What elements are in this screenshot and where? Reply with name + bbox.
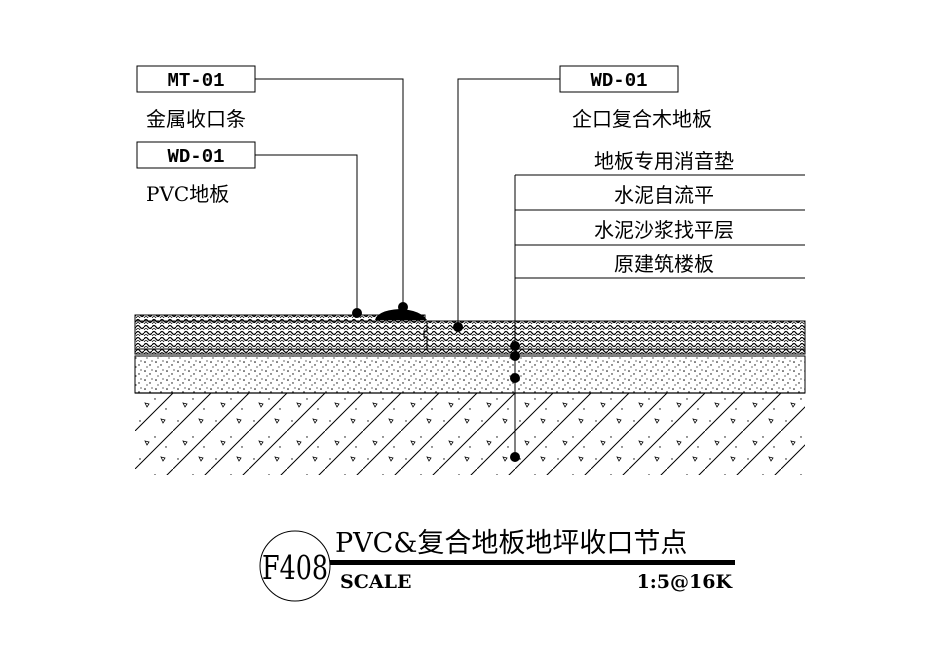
scale-value: 1:5@16K xyxy=(637,571,734,593)
layer-label: 原建筑楼板 xyxy=(614,252,714,276)
wood-floor-layer xyxy=(134,320,806,350)
wd01-right-desc: 企口复合木地板 xyxy=(572,107,712,131)
underlay-layer xyxy=(134,348,806,355)
slab-layer xyxy=(135,393,805,475)
mt01-desc: 金属收口条 xyxy=(146,107,246,131)
floor-section xyxy=(134,309,806,475)
layer-label: 水泥沙浆找平层 xyxy=(594,218,734,242)
title-block: F408 PVC&复合地板地坪收口节点 SCALE 1:5@16K xyxy=(259,528,735,602)
wd01-left-desc: PVC地板 xyxy=(146,182,229,206)
leader-dots xyxy=(352,302,520,462)
leader-lines xyxy=(136,65,805,457)
metal-trim-strip xyxy=(375,309,427,320)
layer-label: 地板专用消音垫 xyxy=(594,149,734,173)
scale-label: SCALE xyxy=(340,571,411,593)
wd01-left-code: WD-01 xyxy=(167,146,224,168)
screed-layer xyxy=(134,355,806,394)
drawing-title: PVC&复合地板地坪收口节点 xyxy=(335,528,687,559)
drawing-number: F408 xyxy=(262,548,328,587)
wd01-right-code: WD-01 xyxy=(590,70,647,92)
mt01-code: MT-01 xyxy=(167,70,224,92)
layer-label: 水泥自流平 xyxy=(614,183,714,207)
